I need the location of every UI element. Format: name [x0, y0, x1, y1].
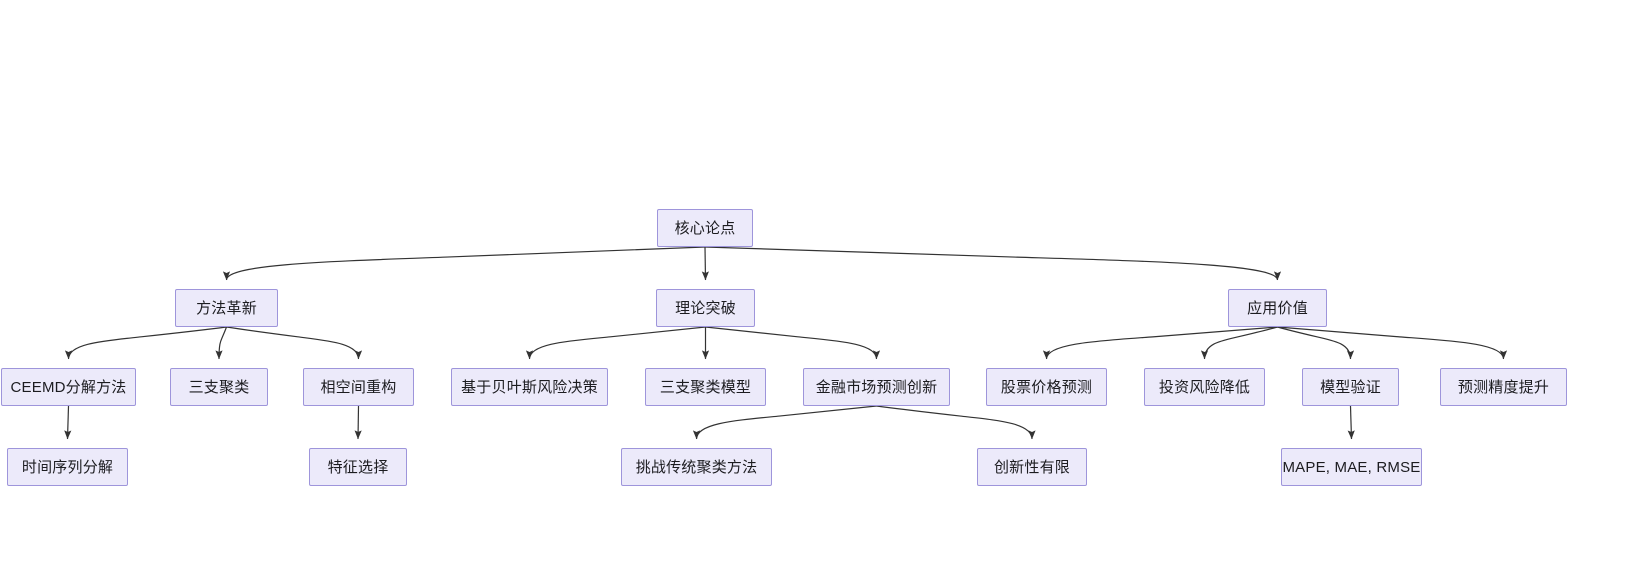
flow-node-label: 股票价格预测 [1000, 378, 1093, 396]
flow-edge [1277, 326, 1508, 360]
flow-node[interactable]: 股票价格预测 [986, 368, 1107, 406]
flow-node[interactable]: 理论突破 [656, 289, 755, 327]
flow-node-label: 理论突破 [675, 299, 736, 317]
flow-edge [704, 246, 1282, 281]
flow-node[interactable]: 特征选择 [309, 448, 407, 486]
flow-node-label: 三支聚类模型 [659, 378, 752, 396]
flow-edge [354, 405, 362, 440]
flow-node[interactable]: 相空间重构 [303, 368, 414, 406]
flow-edge [701, 246, 709, 281]
flow-node-label: 核心论点 [674, 219, 736, 237]
flow-edge [876, 405, 1036, 440]
flow-node[interactable]: 核心论点 [657, 209, 753, 247]
flow-node[interactable]: 时间序列分解 [7, 448, 128, 486]
flow-node-label: 预测精度提升 [1457, 378, 1550, 396]
flow-node-label: 投资风险降低 [1158, 378, 1251, 396]
flow-node[interactable]: MAPE, MAE, RMSE [1281, 448, 1422, 486]
flow-node[interactable]: 基于贝叶斯风险决策 [451, 368, 608, 406]
flow-edge [525, 326, 706, 360]
flow-node-label: 特征选择 [327, 458, 389, 476]
flow-node-label: 金融市场预测创新 [815, 378, 938, 396]
flow-node-label: MAPE, MAE, RMSE [1282, 458, 1421, 476]
flow-node[interactable]: 预测精度提升 [1440, 368, 1567, 406]
flow-edge [215, 326, 228, 360]
flow-node[interactable]: 三支聚类 [170, 368, 268, 406]
flow-node-label: 三支聚类 [188, 378, 250, 396]
flow-node[interactable]: 投资风险降低 [1144, 368, 1265, 406]
flow-node-label: 创新性有限 [993, 458, 1070, 476]
flow-node-label: CEEMD分解方法 [10, 378, 127, 396]
flow-edge [1347, 405, 1355, 440]
flow-edge [64, 326, 227, 360]
flow-edge [1277, 326, 1355, 360]
flow-edge [1042, 326, 1278, 360]
flow-edge [222, 246, 706, 281]
flow-node-label: 相空间重构 [320, 378, 397, 396]
flow-node[interactable]: 三支聚类模型 [645, 368, 766, 406]
flow-edge [705, 326, 881, 360]
flow-node-label: 应用价值 [1247, 299, 1308, 317]
flow-node[interactable]: 模型验证 [1302, 368, 1399, 406]
flow-node-label: 模型验证 [1320, 378, 1381, 396]
flow-edge [692, 405, 877, 440]
flow-node-label: 挑战传统聚类方法 [635, 458, 758, 476]
flow-node[interactable]: 应用价值 [1228, 289, 1327, 327]
flow-edge [226, 326, 363, 360]
flow-node-label: 时间序列分解 [21, 458, 114, 476]
flow-edge [64, 405, 72, 440]
flow-node[interactable]: 挑战传统聚类方法 [621, 448, 772, 486]
flow-node[interactable]: 金融市场预测创新 [803, 368, 950, 406]
flow-node[interactable]: 创新性有限 [977, 448, 1087, 486]
flow-node[interactable]: 方法革新 [175, 289, 278, 327]
flow-edge [1200, 326, 1278, 360]
flow-node-label: 基于贝叶斯风险决策 [461, 378, 598, 396]
flow-node-label: 方法革新 [196, 299, 257, 317]
flow-node[interactable]: CEEMD分解方法 [1, 368, 136, 406]
